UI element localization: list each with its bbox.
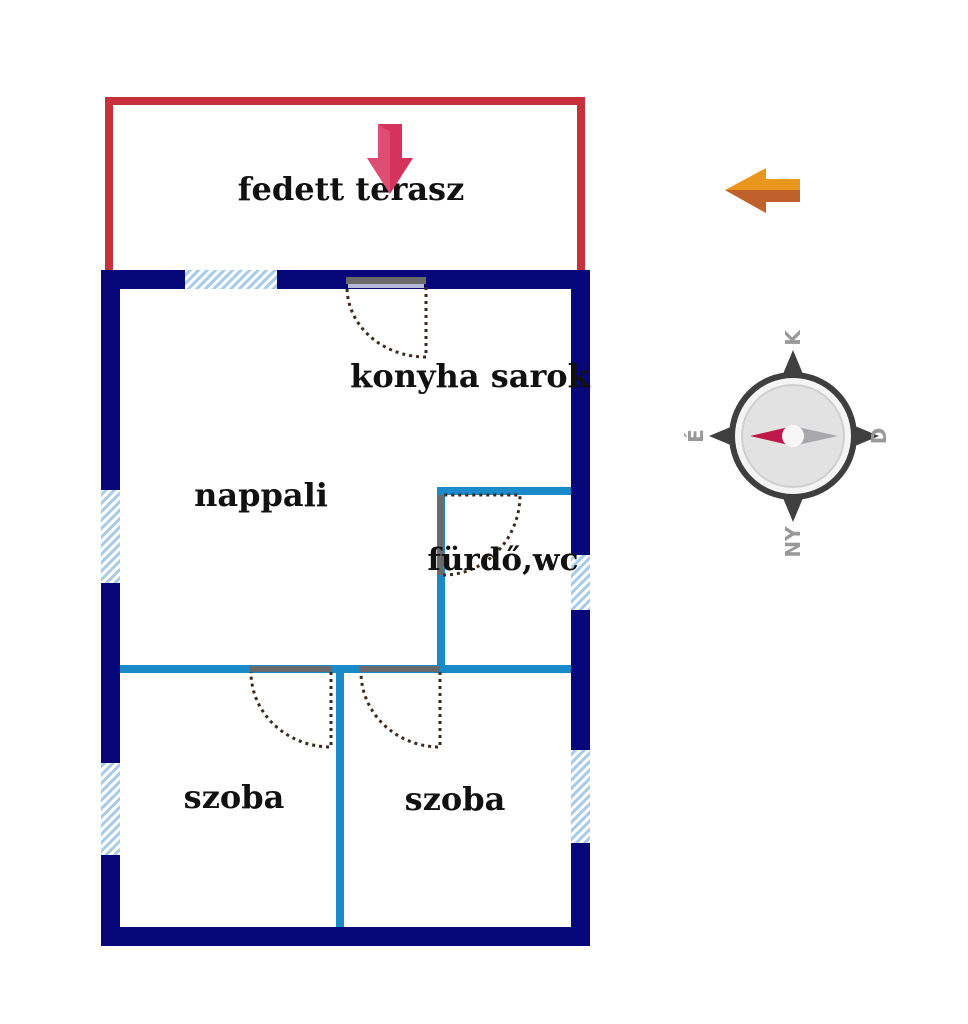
compass-label-bottom: NY [781, 526, 805, 558]
compass-label-left: É [684, 429, 708, 443]
window-top [185, 270, 277, 289]
door-entrance [345, 277, 428, 359]
arrow-left-icon [725, 168, 800, 213]
label-kitchen: konyha sarok [350, 357, 590, 395]
compass-label-right: D [867, 428, 891, 445]
compass-icon [709, 350, 879, 522]
label-living: nappali [194, 476, 328, 514]
compass-needle-grey [793, 426, 838, 446]
door-room-right [359, 666, 442, 749]
label-bathroom: fürdő,wc [428, 542, 579, 578]
inner-walls [120, 487, 571, 927]
window-right-upper [571, 555, 590, 610]
label-terrace: fedett terasz [238, 170, 464, 208]
door-room-left [249, 666, 333, 749]
label-room-left: szoba [184, 778, 285, 816]
label-room-right: szoba [405, 780, 506, 818]
windows [101, 270, 590, 855]
door-bathroom [438, 493, 522, 577]
arrow-down-icon [367, 124, 413, 194]
window-left-lower [101, 763, 120, 855]
window-right-lower [571, 750, 590, 843]
compass-label-top: K [781, 329, 805, 346]
window-left-upper [101, 490, 120, 583]
compass-needle-red [750, 426, 793, 446]
